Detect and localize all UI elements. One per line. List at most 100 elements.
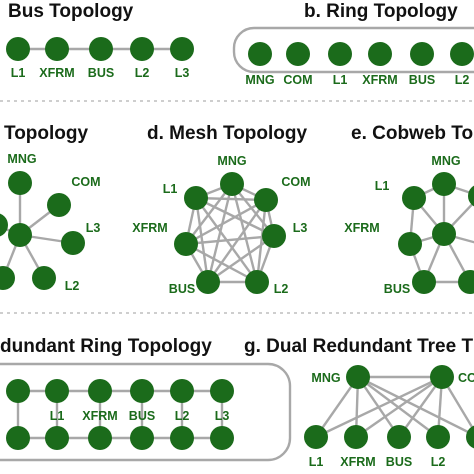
mesh-node-label: XFRM	[132, 221, 167, 235]
redundant-ring-node	[170, 426, 194, 450]
title-mesh-topology: d. Mesh Topology	[147, 123, 308, 144]
redundant-ring-label: L1	[50, 409, 65, 423]
dual-tree-link	[355, 376, 443, 438]
dual-tree-root	[430, 365, 454, 389]
ring-node	[368, 42, 392, 66]
dual-tree-leaf	[466, 425, 474, 449]
mesh-node	[220, 172, 244, 196]
star-hub	[8, 223, 32, 247]
cobweb-hub	[432, 222, 456, 246]
mesh-link	[185, 242, 258, 284]
dual-tree-link	[398, 376, 443, 438]
redundant-ring-node	[130, 379, 154, 403]
ring-node-label: MNG	[245, 73, 274, 87]
ring-node	[450, 42, 474, 66]
redundant-ring-node	[45, 379, 69, 403]
mesh-link	[255, 199, 268, 283]
title-cobweb-topology: e. Cobweb To	[351, 123, 473, 144]
title-star-topology: Topology	[4, 123, 89, 144]
mesh-node	[245, 270, 269, 294]
mesh-node-label: L1	[163, 182, 178, 196]
star-node	[8, 171, 32, 195]
redundant-ring-label: L2	[175, 409, 190, 423]
redundant-ring-label: L3	[215, 409, 230, 423]
star-node-label: COM	[71, 175, 100, 189]
cobweb-node	[458, 270, 474, 294]
mesh-link	[185, 198, 267, 246]
star-node	[32, 266, 56, 290]
redundant-ring-node	[6, 379, 30, 403]
mesh-node	[184, 186, 208, 210]
bus-node	[89, 37, 113, 61]
mesh-link	[207, 199, 267, 283]
dual-tree-root-label: CO	[458, 371, 474, 385]
bus-node-label: L1	[11, 66, 26, 80]
star-node	[61, 231, 85, 255]
redundant-ring-node	[88, 379, 112, 403]
bus-node-label: BUS	[88, 66, 114, 80]
star-node-label: L3	[86, 221, 101, 235]
dual-tree-leaf	[426, 425, 450, 449]
cobweb-node	[468, 185, 474, 207]
title-dual-redundant-tree: g. Dual Redundant Tree T	[244, 336, 473, 357]
redundant-ring-node	[45, 426, 69, 450]
mesh-link	[185, 234, 275, 246]
star-node-label: MNG	[7, 152, 36, 166]
mesh-link	[195, 197, 258, 283]
dual-tree-leaf-label: L1	[309, 455, 324, 469]
star-node-label: L2	[65, 279, 80, 293]
dual-tree-link	[357, 375, 474, 437]
ring-node	[410, 42, 434, 66]
star-node	[0, 213, 8, 237]
nodes-layer	[0, 37, 474, 450]
bus-node-label: L3	[175, 66, 190, 80]
dual-tree-leaf-label: L2	[431, 455, 446, 469]
cobweb-node-label: MNG	[431, 154, 460, 168]
cobweb-node-label: BUS	[384, 282, 410, 296]
dual-tree-leaf-label: XFRM	[340, 455, 375, 469]
ring-node	[286, 42, 310, 66]
mesh-node	[254, 188, 278, 212]
cobweb-node	[398, 232, 422, 256]
ring-node-label: COM	[283, 73, 312, 87]
mesh-link	[194, 197, 210, 283]
redundant-ring-node	[170, 379, 194, 403]
mesh-node-label: MNG	[217, 154, 246, 168]
mesh-node	[174, 232, 198, 256]
title-bus-topology: Bus Topology	[8, 1, 134, 22]
cobweb-node-label: XFRM	[344, 221, 379, 235]
dual-tree-leaf	[344, 425, 368, 449]
bus-node	[6, 37, 30, 61]
bus-node	[130, 37, 154, 61]
ring-node	[328, 42, 352, 66]
star-node	[47, 193, 71, 217]
dual-tree-link	[315, 375, 443, 439]
redundant-ring-node	[88, 426, 112, 450]
mesh-node	[262, 224, 286, 248]
ring-loop	[232, 26, 474, 74]
cobweb-node	[402, 186, 426, 210]
redundant-ring-node	[210, 426, 234, 450]
redundant-ring-node	[130, 426, 154, 450]
dual-tree-leaf	[387, 425, 411, 449]
redundant-ring-node	[210, 379, 234, 403]
redundant-ring-node	[6, 426, 30, 450]
cobweb-node	[412, 270, 436, 294]
mesh-node-label: BUS	[169, 282, 195, 296]
redundant-ring-label: XFRM	[82, 409, 117, 423]
ring-node-label: BUS	[409, 73, 435, 87]
dual-tree-root-label: MNG	[311, 371, 340, 385]
mesh-link	[195, 196, 275, 238]
dual-tree-link	[315, 376, 359, 438]
ring-node-label: XFRM	[362, 73, 397, 87]
redundant-ring-label: BUS	[129, 409, 155, 423]
mesh-node-label: L3	[293, 221, 308, 235]
mesh-node	[196, 270, 220, 294]
dual-tree-leaf-label: BUS	[386, 455, 412, 469]
title-redundant-ring-topology: dundant Ring Topology	[0, 336, 212, 357]
bus-node	[170, 37, 194, 61]
mesh-node-label: COM	[281, 175, 310, 189]
dual-tree-root	[346, 365, 370, 389]
